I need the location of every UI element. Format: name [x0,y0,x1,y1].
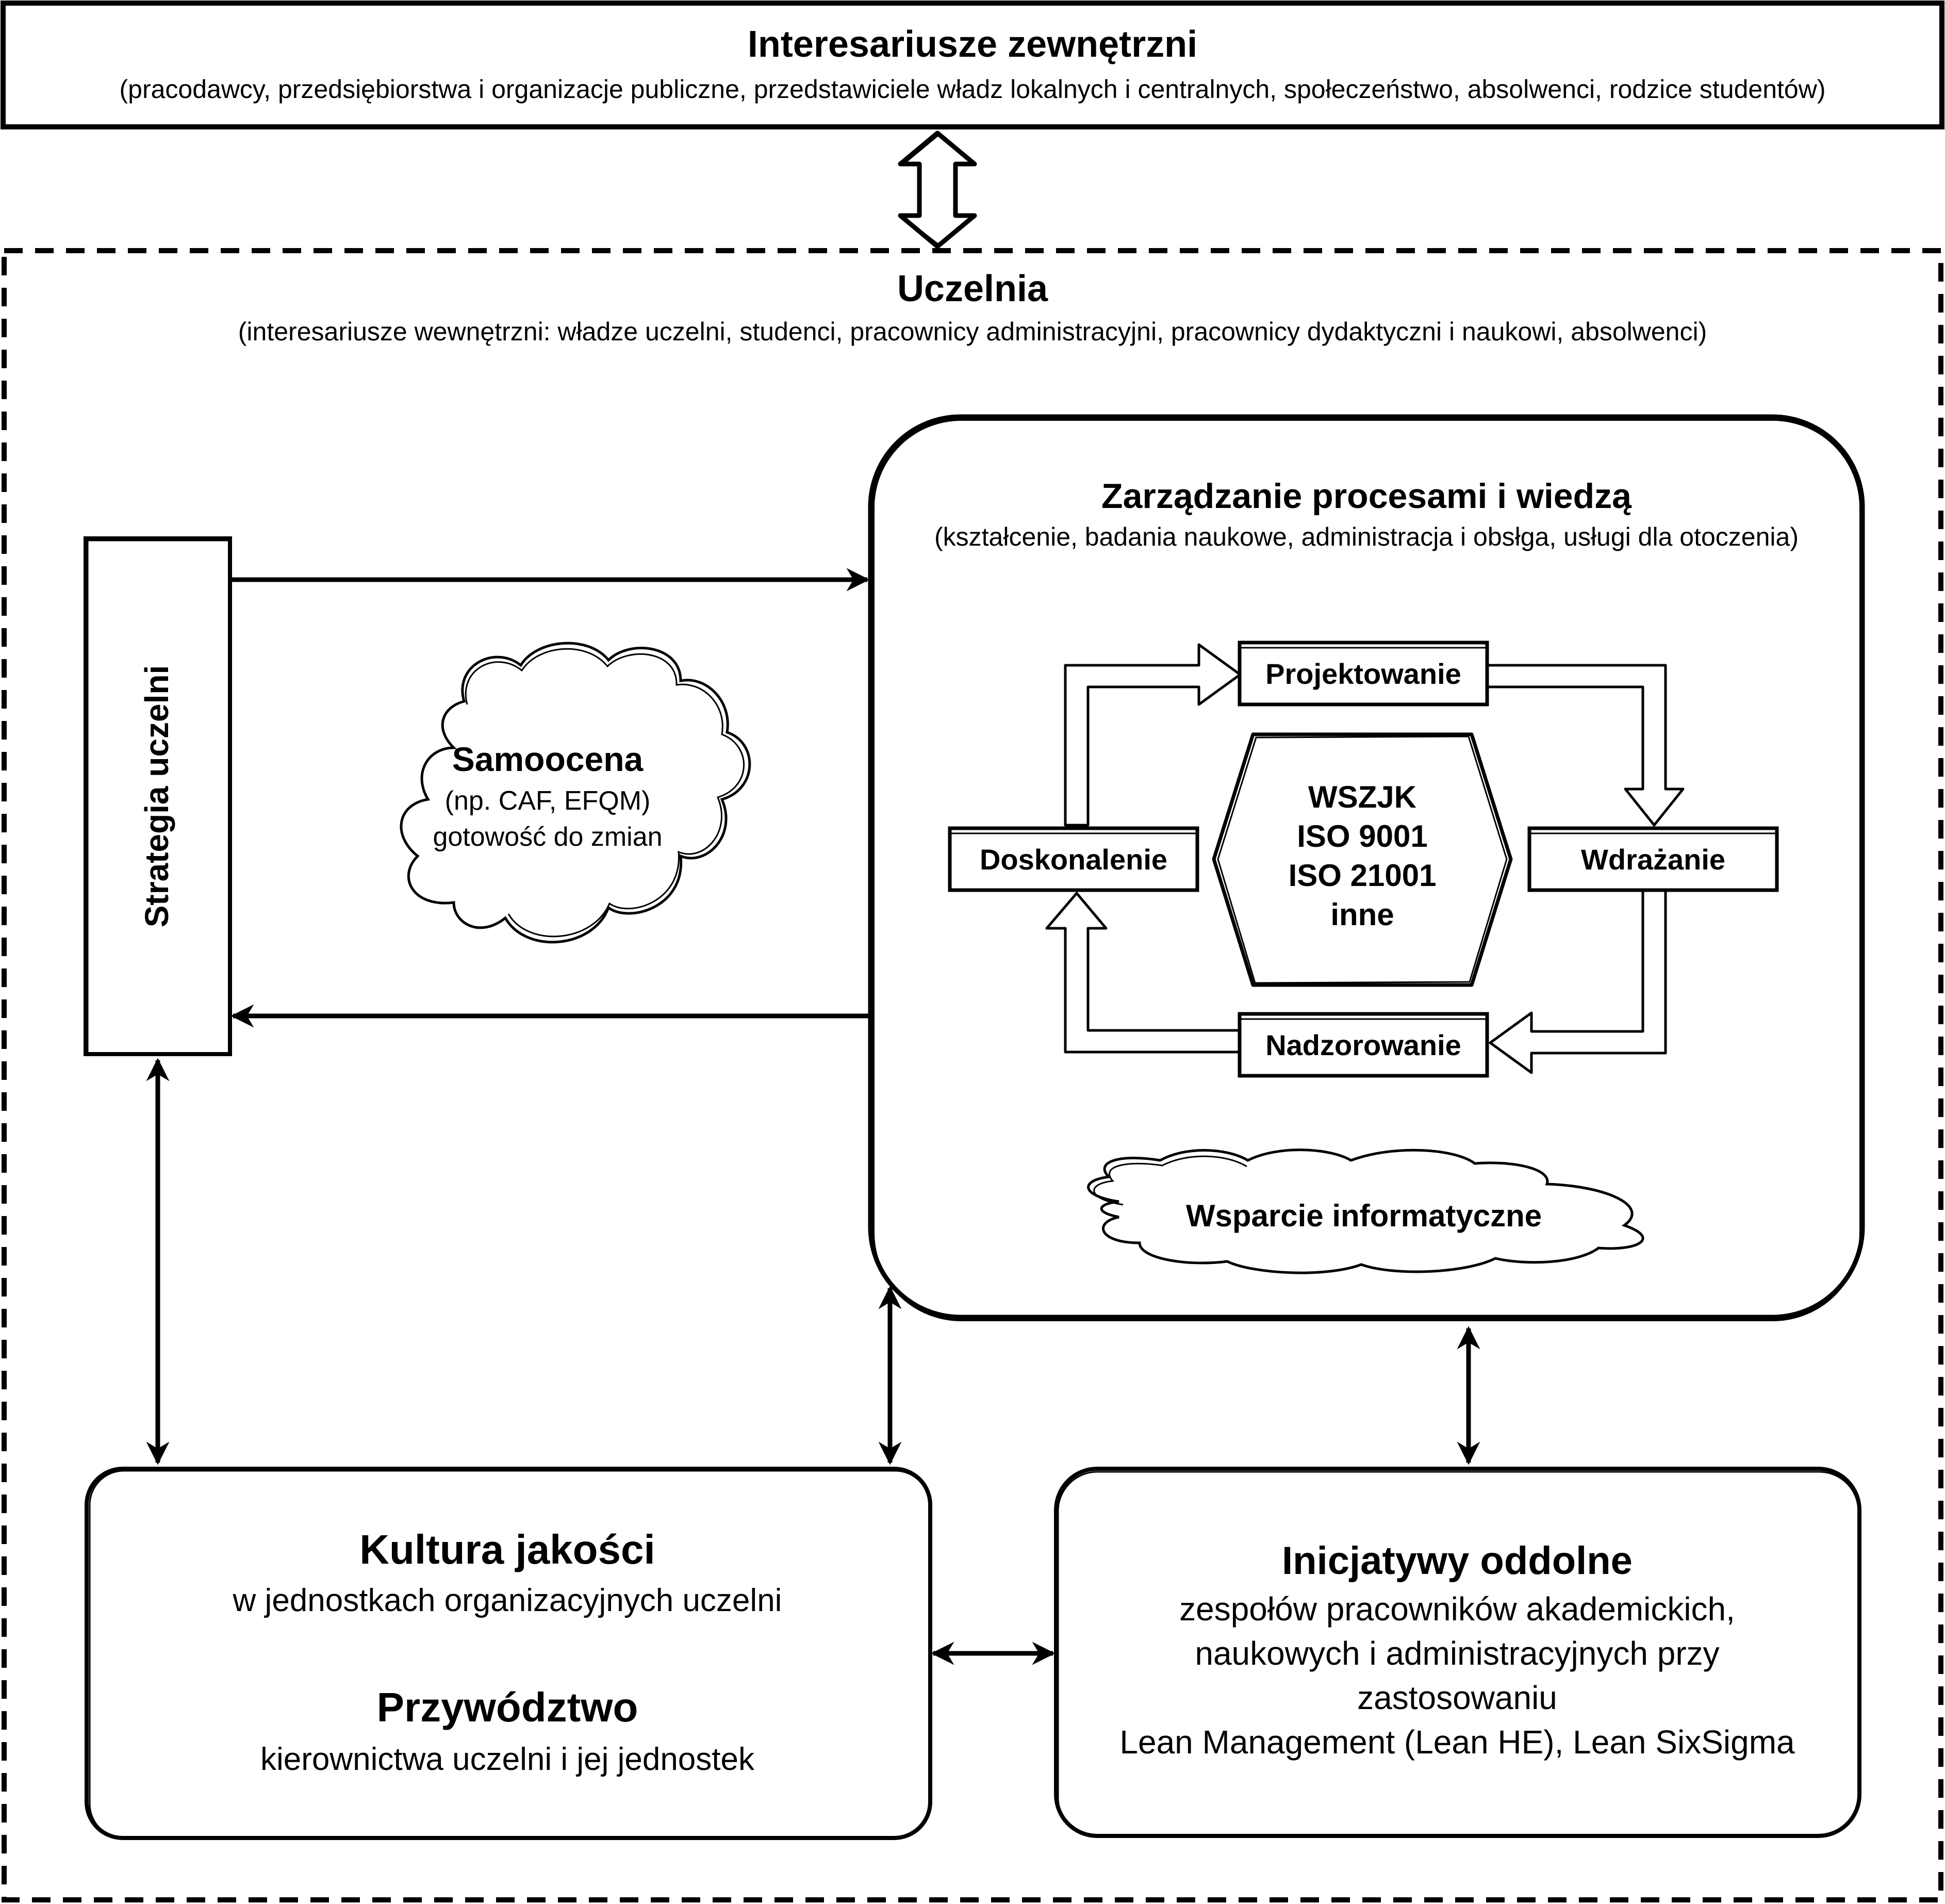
external-title: Interesariusze zewnętrzni [748,24,1197,65]
stage-supervise: Nadzorowanie [1238,1012,1489,1078]
stage-design: Projektowanie [1238,641,1489,707]
grassroots-line-1: zespołów pracowników akademickich, [1179,1590,1735,1628]
grassroots-line-2: naukowych i administracyjnych przy [1195,1635,1719,1672]
grassroots-box: Inicjatywy oddolne zespołów pracowników … [1054,1467,1861,1838]
stage-improve-label: Doskonalenie [980,843,1167,876]
leadership-title: Przywództwo [377,1684,638,1730]
strategy-box: Strategia uczelni [84,536,232,1056]
self-assessment-title: Samoocena [452,740,644,778]
strategy-label: Strategia uczelni [138,665,175,928]
grassroots-title: Inicjatywy oddolne [1282,1539,1633,1583]
self-assessment-cloud: Samoocena (np. CAF, EFQM) gotowość do zm… [400,642,751,944]
grassroots-line-4: Lean Management (Lean HE), Lean SixSigma [1119,1724,1795,1761]
external-subtitle: (pracodawcy, przedsiębiorstwa i organiza… [119,75,1825,104]
double-arrow-sketch-line [900,134,975,245]
arrow-supervise-to-improve [1045,892,1241,1054]
standard-iso-9001: ISO 9001 [1297,819,1428,853]
stage-design-label: Projektowanie [1265,658,1461,690]
self-assessment-line1: (np. CAF, EFQM) [445,786,651,816]
process-title: Zarządzanie procesami i wiedzą [1101,477,1632,516]
self-assessment-line2: gotowość do zmian [433,822,662,852]
standard-iso-21001: ISO 21001 [1289,858,1437,893]
stage-implement: Wdrażanie [1527,826,1779,892]
cycle-connectors [1045,643,1685,1074]
university-subtitle: (interesariusze wewnętrzni: władze uczel… [238,317,1707,346]
quality-culture-box: Kultura jakości w jednostkach organizacy… [85,1467,932,1840]
university-boundary: Uczelnia (interesariusze wewnętrzni: wła… [2,248,1943,1902]
standards-hexagon: WSZJK ISO 9001 ISO 21001 inne [1212,732,1513,987]
quality-culture-title: Kultura jakości [359,1527,655,1572]
stage-implement-label: Wdrażanie [1581,843,1725,876]
arrow-implement-to-supervise [1489,885,1667,1074]
external-university-double-arrow [898,130,977,249]
arrow-improve-to-design [1064,643,1242,827]
external-stakeholders-box: Interesariusze zewnętrzni (pracodawcy, p… [1,1,1944,129]
connectors [146,568,1480,1665]
standard-wszjk: WSZJK [1308,780,1416,814]
process-subtitle: (kształcenie, badania naukowe, administr… [934,522,1799,551]
it-support-label: Wsparcie informatyczne [1186,1199,1542,1233]
standard-other: inne [1330,897,1394,932]
stage-improve: Doskonalenie [948,826,1199,892]
stage-supervise-label: Nadzorowanie [1265,1029,1461,1061]
leadership-subtitle: kierownictwa uczelni i jej jednostek [260,1742,755,1777]
quality-culture-subtitle: w jednostkach organizacyjnych uczelni [233,1583,782,1618]
university-title: Uczelnia [897,268,1048,309]
arrow-design-to-implement [1486,664,1685,827]
it-support-cloud: Wsparcie informatyczne [1087,1148,1644,1274]
grassroots-line-3: zastosowaniu [1357,1679,1557,1716]
